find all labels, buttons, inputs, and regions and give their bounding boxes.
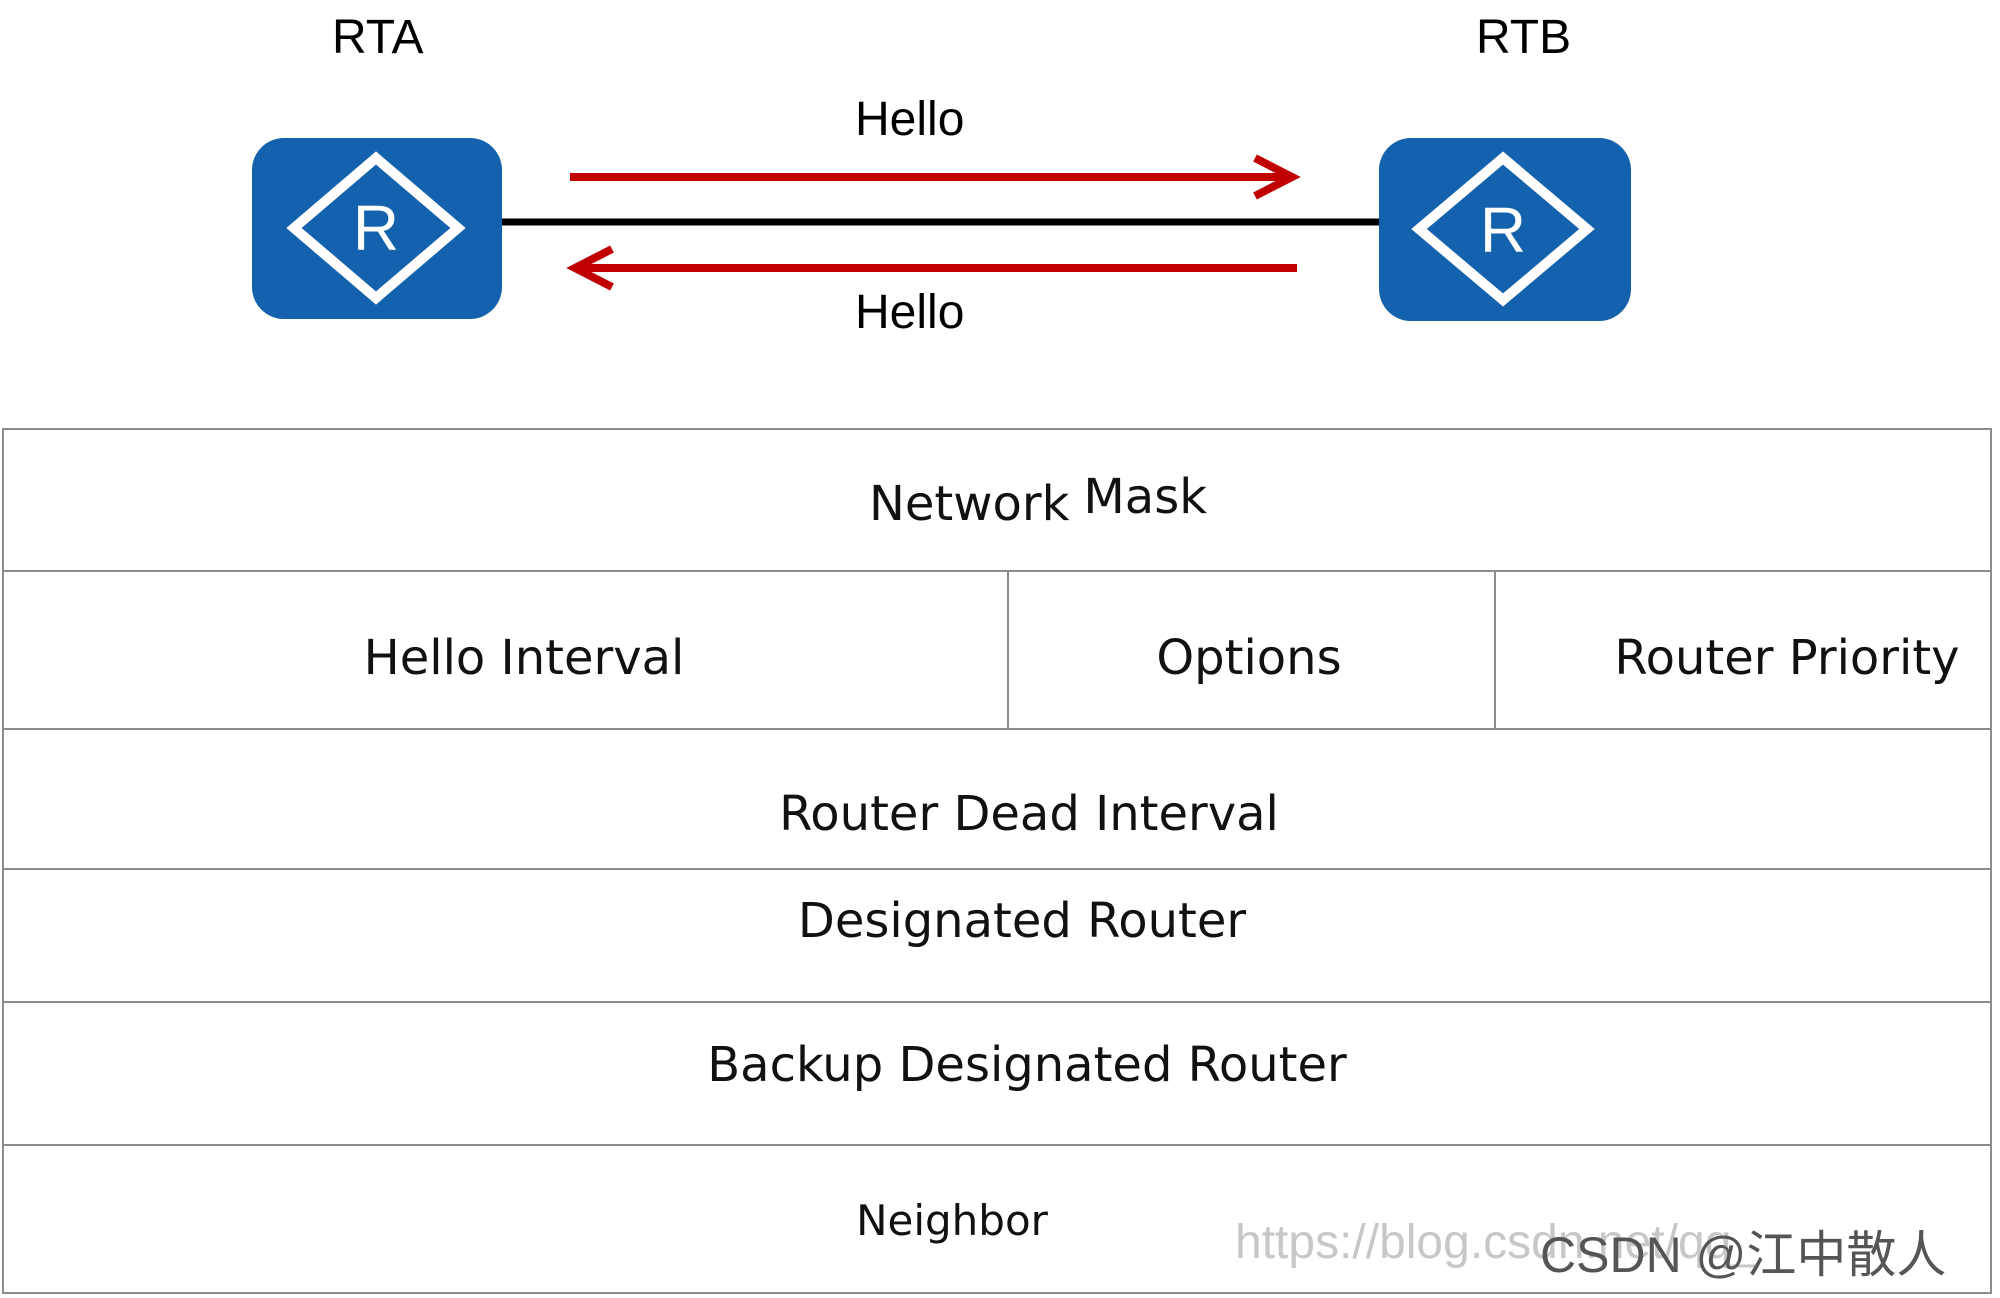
field-designated-router: Designated Router bbox=[797, 893, 1247, 949]
field-neighbor: Neighbor bbox=[856, 1196, 1048, 1245]
field-network-mask-word2: Mask bbox=[1083, 469, 1208, 525]
hello-forward-label: Hello bbox=[855, 93, 965, 146]
hello-backward-arrowhead bbox=[566, 245, 614, 291]
field-router-dead-interval: Router Dead Interval bbox=[779, 786, 1279, 842]
row-neighbor: Neighbor bbox=[4, 1146, 1990, 1292]
router-a-icon: R bbox=[252, 138, 502, 319]
field-router-priority: Router Priority bbox=[1614, 630, 1960, 686]
watermark-owner: CSDN @江中散人 bbox=[1540, 1227, 1947, 1283]
row-router-dead-interval: Router Dead Interval bbox=[4, 730, 1990, 870]
field-options: Options bbox=[1156, 630, 1342, 686]
field-hello-interval: Hello Interval bbox=[363, 630, 685, 686]
field-backup-designated-router: Backup Designated Router bbox=[707, 1037, 1347, 1093]
router-b-label: RTB bbox=[1476, 11, 1572, 64]
row-hello-options-priority: Hello Interval Options Router Priority bbox=[4, 572, 1990, 730]
divider-1 bbox=[1007, 572, 1009, 728]
router-b-icon: R bbox=[1379, 138, 1631, 321]
svg-text:R: R bbox=[353, 192, 399, 264]
divider-2 bbox=[1494, 572, 1496, 728]
row-backup-designated-router: Backup Designated Router bbox=[4, 1003, 1990, 1146]
router-a-label: RTA bbox=[332, 11, 424, 64]
field-network-mask-word1: Network bbox=[868, 476, 1070, 532]
hello-exchange-diagram: RTA RTB Hello Hello R R bbox=[0, 0, 2000, 420]
row-designated-router: Designated Router bbox=[4, 870, 1990, 1003]
svg-text:R: R bbox=[1480, 194, 1526, 266]
link-and-arrows bbox=[500, 154, 1380, 291]
watermark-url: https://blog.csdn.net/qq_ bbox=[1235, 1216, 1759, 1269]
hello-backward-label: Hello bbox=[855, 286, 965, 339]
hello-forward-arrowhead bbox=[1253, 154, 1301, 200]
